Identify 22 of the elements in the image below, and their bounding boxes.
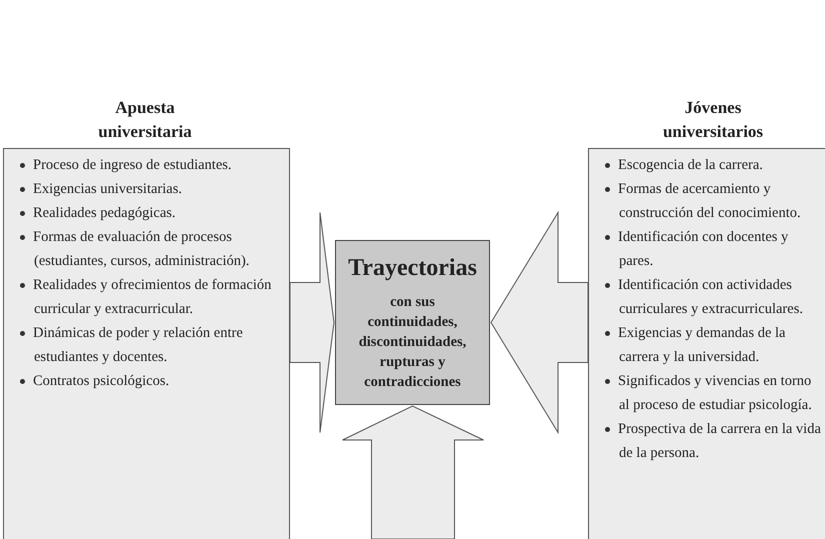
- box-text: con sus continuidades, discontinuidades, rupturas y contradicciones: [358, 293, 468, 392]
- bullet-item: Exigencias y demandas de la carrera y la universidad.: [618, 325, 786, 365]
- bullet-item: Escogencia de la carrera.: [618, 157, 763, 173]
- panel-heading: Jóvenes universitarios: [662, 97, 764, 143]
- box-title: Trayectorias: [347, 255, 478, 282]
- bullet-item: Realidades pedagógicas.: [33, 205, 176, 221]
- bullet-item: Identificación con docentes y pares.: [618, 229, 788, 269]
- panel-heading: Apuesta universitaria: [97, 97, 193, 143]
- bullet-item: Exigencias universitarias.: [33, 181, 182, 197]
- bullet-item: Formas de evaluación de procesos (estudiantes, cursos, administración).: [33, 229, 250, 269]
- bullet-item: Formas de acercamiento y construcción del conocimiento.: [618, 181, 801, 221]
- bullet-item: Realidades y ofrecimientos de formación curricular y extracurricular.: [33, 277, 272, 317]
- bullet-item: Contratos psicológicos.: [33, 373, 170, 389]
- bullet-item: Dinámicas de poder y relación entre estudiantes y docentes.: [33, 325, 243, 365]
- block-arrow: [290, 212, 334, 433]
- bullet-item: Proceso de ingreso de estudiantes.: [33, 157, 232, 173]
- central-box: [335, 240, 490, 405]
- block-arrow: [342, 405, 484, 539]
- block-arrow: [490, 210, 588, 434]
- bullet-item: Identificación con actividades curriculares y extracurriculares.: [618, 277, 803, 317]
- bullet-item: Significados y vivencias en torno al proceso de estudiar psicología.: [618, 373, 812, 413]
- bullet-item: Prospectiva de la carrera en la vida de la persona.: [618, 421, 821, 461]
